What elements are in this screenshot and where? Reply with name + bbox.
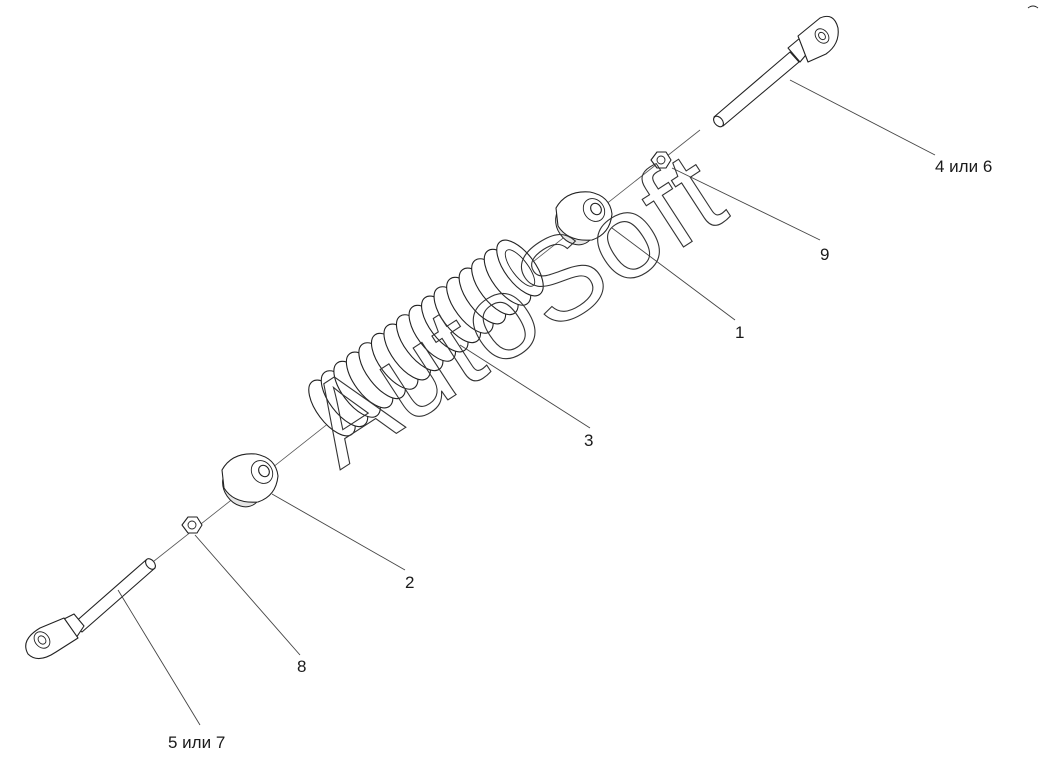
leader-lines bbox=[117, 79, 936, 726]
callout-5-or-7: 5 или 7 bbox=[168, 733, 225, 752]
callout-labels: 4 или 6 9 1 3 2 8 5 или 7 bbox=[168, 157, 992, 752]
callout-1: 1 bbox=[735, 323, 744, 342]
spring-coil-ring bbox=[496, 239, 544, 297]
spring-inner-bore bbox=[504, 249, 536, 287]
watermark-logo: AutoSoft bbox=[282, 126, 747, 492]
lower-rod-eye-end-icon bbox=[25, 558, 156, 660]
callout-3: 3 bbox=[584, 431, 593, 450]
callout-2: 2 bbox=[405, 573, 414, 592]
callout-4-or-6: 4 или 6 bbox=[935, 157, 992, 176]
lower-nut-icon bbox=[181, 516, 203, 534]
upper-spring-seat-icon bbox=[555, 191, 613, 246]
callout-9: 9 bbox=[820, 245, 829, 264]
callout-8: 8 bbox=[297, 657, 306, 676]
leader-1 bbox=[611, 227, 736, 321]
leader-2 bbox=[271, 493, 406, 571]
upper-nut-icon bbox=[650, 151, 672, 169]
leader-3 bbox=[459, 344, 591, 429]
leader-5 bbox=[117, 589, 201, 726]
coil-spring-icon bbox=[308, 239, 544, 437]
leader-9 bbox=[671, 167, 821, 241]
upper-rod-eye-end-icon bbox=[713, 15, 839, 128]
leader-8 bbox=[194, 534, 301, 656]
corner-mark bbox=[1027, 5, 1039, 9]
leader-4 bbox=[789, 79, 936, 156]
lower-spring-seat-icon bbox=[221, 453, 279, 508]
